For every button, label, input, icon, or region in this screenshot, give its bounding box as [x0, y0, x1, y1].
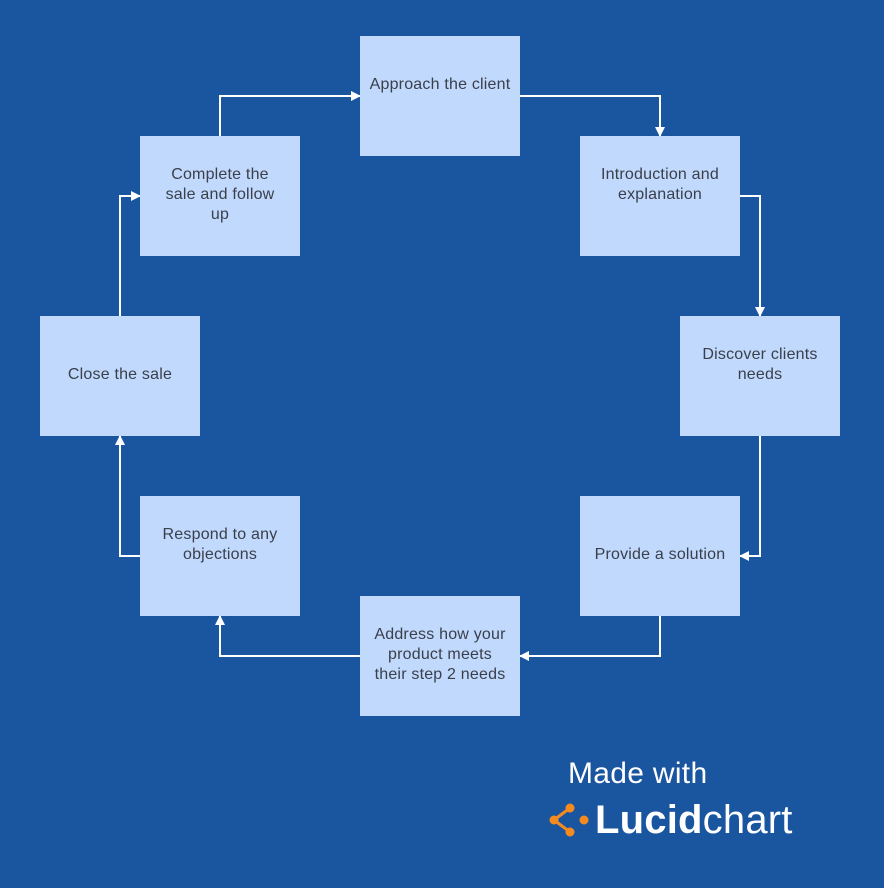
step-label: Address how your product meets their ste…: [374, 626, 506, 683]
step-label: Approach the client: [369, 76, 511, 93]
step-introduction-and-explanation[interactable]: Introduction and explanation: [580, 136, 740, 256]
step-respond-to-objections[interactable]: Respond to any objections: [140, 496, 300, 616]
connector-respond-to-close: [115, 435, 140, 557]
step-label: Respond to any objections: [162, 526, 278, 563]
made-with-lucidchart-badge[interactable]: Made with Lucidchart: [549, 756, 793, 842]
connector-discover-to-solution: [739, 436, 761, 561]
connector-group: [115, 91, 765, 661]
connector-solution-to-address: [519, 616, 661, 661]
connector-approach-to-introduction: [520, 95, 665, 137]
step-complete-and-follow-up[interactable]: Complete the sale and follow up: [140, 136, 300, 256]
connector-introduction-to-discover: [740, 195, 765, 317]
step-provide-a-solution[interactable]: Provide a solution: [580, 496, 740, 616]
brand-name-light: chart: [702, 798, 793, 842]
connector-complete-to-approach: [219, 91, 361, 136]
step-label: Complete the sale and follow up: [165, 166, 275, 223]
connector-close-to-complete: [119, 191, 141, 316]
brand-name-bold: Lucid: [595, 798, 703, 842]
brand-wordmark: Lucidchart: [595, 798, 793, 842]
step-address-product-fit[interactable]: Address how your product meets their ste…: [360, 596, 520, 716]
brand-row: Lucidchart: [549, 798, 793, 842]
step-approach-the-client[interactable]: Approach the client: [360, 36, 520, 156]
step-close-the-sale[interactable]: Close the sale: [40, 316, 200, 436]
step-label: Close the sale: [67, 366, 173, 383]
step-label: Discover clients needs: [702, 346, 818, 383]
step-label: Introduction and explanation: [601, 166, 719, 203]
step-label: Provide a solution: [594, 546, 726, 563]
lucidchart-logo-icon: [549, 803, 589, 837]
step-discover-clients-needs[interactable]: Discover clients needs: [680, 316, 840, 436]
brand-prefix-text: Made with: [568, 757, 708, 790]
connector-address-to-respond: [215, 615, 360, 657]
